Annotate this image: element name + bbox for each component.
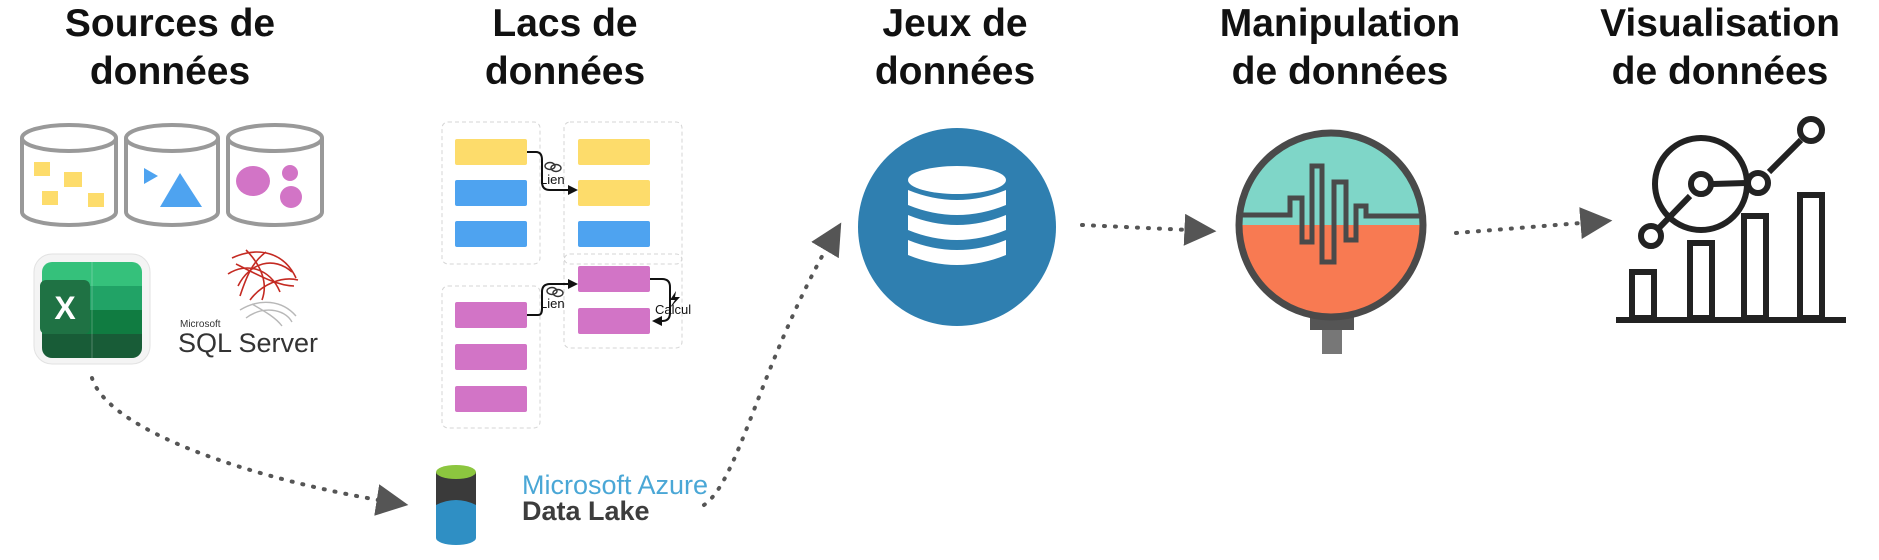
flow-arrow-azure-to-datasets [702, 222, 842, 507]
sql-server-icon: Microsoft SQL Server [178, 249, 318, 358]
data-lake-schema: Lien Lien Calcul [441, 121, 691, 429]
stage-heading-manipulation-line1: Manipulation [1219, 2, 1461, 45]
lake-panel-bottom-right [563, 253, 683, 349]
yellow-square-icon [88, 193, 104, 207]
link-label-1: Lien [540, 172, 565, 187]
flow-arrow-sources-to-azure [90, 376, 409, 516]
azure-data-lake-icon: Microsoft Azure Data Lake [436, 465, 708, 545]
stage-heading-datasets: Jeux de données [815, 0, 1095, 96]
dataset-database-icon [858, 128, 1056, 326]
stage-heading-sources: Sources de données [30, 0, 310, 96]
lake-panel-top-right [563, 121, 683, 265]
yellow-square-icon [64, 172, 82, 187]
stage-heading-manipulation-line2: de données [1231, 50, 1449, 93]
azure-subtitle: Data Lake [522, 496, 650, 526]
lake-panel-top-left [441, 121, 541, 265]
yellow-square-icon [34, 162, 50, 176]
chain-link-icon [546, 286, 564, 298]
magnifier-icon [1235, 129, 1427, 354]
play-triangle-icon [144, 168, 158, 184]
stage-heading-sources-line2: données [89, 50, 251, 93]
stage-heading-datasets-line1: Jeux de [882, 2, 1028, 45]
lake-block-yellow [578, 139, 650, 165]
chart-trend-icon [1616, 116, 1846, 323]
stage-heading-lakes-line1: Lacs de [492, 2, 638, 45]
source-database-icon-3 [226, 123, 324, 227]
source-database-icon-2 [124, 123, 220, 227]
lake-panel-bottom-left [441, 285, 541, 429]
lake-block-purple [578, 308, 650, 334]
stage-heading-visualisation-line2: de données [1611, 50, 1829, 93]
azure-title: Microsoft Azure [522, 470, 708, 500]
stage-heading-visualisation: Visualisation de données [1570, 0, 1870, 96]
link-arrow-2 [527, 279, 578, 316]
chain-link-icon [544, 161, 562, 173]
lake-block-purple [455, 344, 527, 370]
stage-heading-manipulation: Manipulation de données [1190, 0, 1490, 96]
stage-heading-lakes: Lacs de données [425, 0, 705, 96]
circle-icon [236, 166, 270, 196]
link-label-2: Lien [540, 296, 565, 311]
stage-heading-sources-line1: Sources de [64, 2, 276, 45]
link-arrow-1 [527, 151, 578, 195]
triangle-icon [160, 173, 202, 207]
sql-server-text: SQL Server [178, 328, 318, 358]
lightning-icon [669, 291, 680, 309]
lake-block-blue [455, 180, 527, 206]
lake-block-purple [578, 266, 650, 292]
excel-letter: X [54, 290, 76, 326]
lake-block-purple [455, 302, 527, 328]
yellow-square-icon [42, 191, 58, 205]
lake-block-yellow [455, 139, 527, 165]
calc-label: Calcul [655, 302, 691, 317]
source-database-icon-1 [20, 123, 118, 227]
sql-brand-text: Microsoft [180, 319, 221, 330]
circle-icon [280, 186, 302, 208]
excel-icon: X [33, 253, 151, 365]
circle-icon [282, 165, 298, 181]
flow-arrow-manipulation-to-visualisation [1454, 207, 1613, 239]
flow-arrow-datasets-to-manipulation [1080, 213, 1217, 246]
stage-heading-datasets-line2: données [874, 50, 1036, 93]
stage-heading-lakes-line2: données [484, 50, 646, 93]
lake-block-purple [455, 386, 527, 412]
lake-block-blue [455, 221, 527, 247]
lake-block-blue [578, 221, 650, 247]
lake-block-yellow [578, 180, 650, 206]
stage-heading-visualisation-line1: Visualisation [1600, 2, 1840, 45]
